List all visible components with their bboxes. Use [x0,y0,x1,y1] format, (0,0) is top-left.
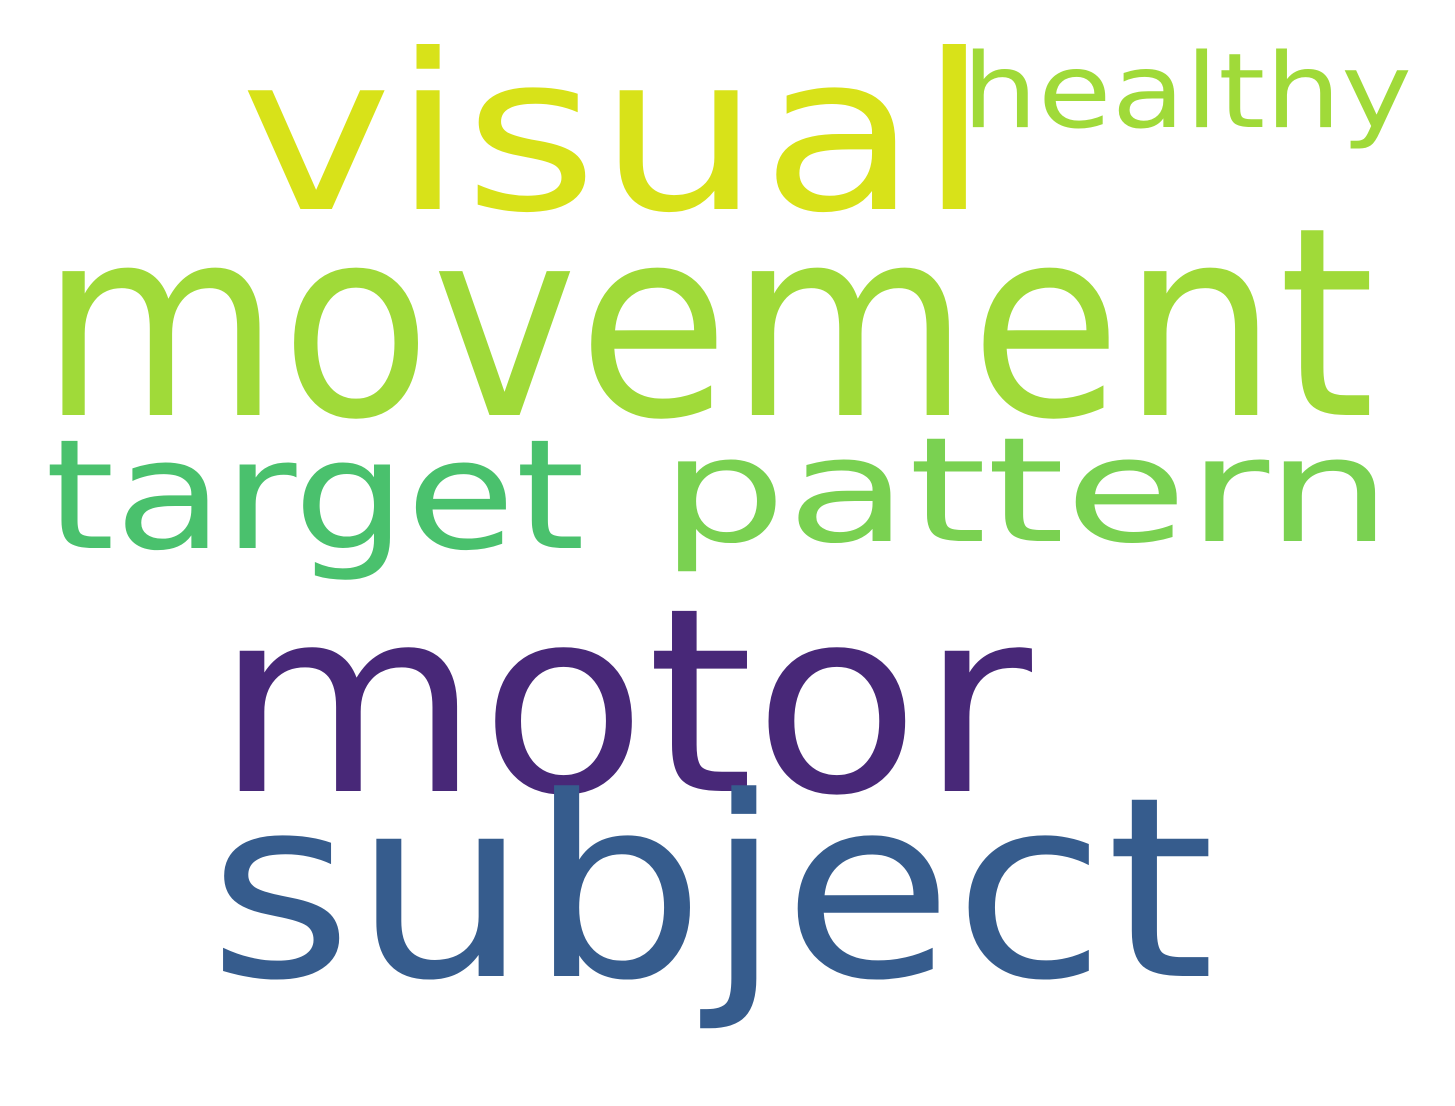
word-healthy: healthy [962,31,1412,152]
word-visual: visual [240,8,990,262]
word-motor: motor [215,552,1032,852]
word-target: target [45,405,585,584]
word-subject: subject [208,743,1215,1036]
word-movement: movement [40,172,1375,479]
word-pattern: pattern [660,407,1392,577]
